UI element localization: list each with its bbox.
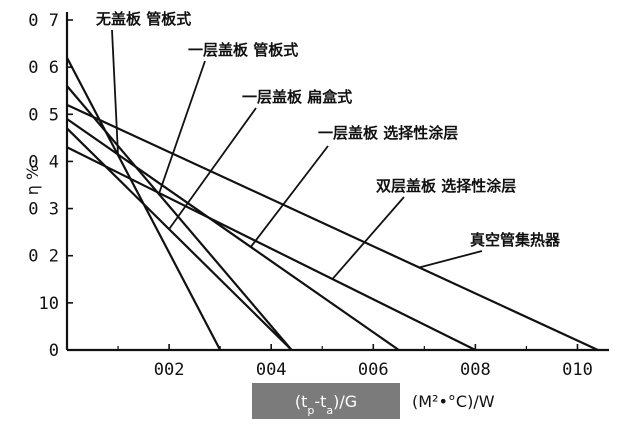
series-line — [66, 85, 293, 351]
leader-line — [158, 60, 206, 195]
x-tick-label: 002 — [154, 360, 185, 380]
y-tick-label: 0 5 — [28, 105, 59, 125]
series-label: 真空管集热器 — [470, 231, 561, 249]
y-axis-label: η % — [23, 165, 42, 195]
leader-line — [331, 196, 405, 280]
series-line — [66, 146, 476, 351]
x-axis-label-box — [252, 383, 400, 419]
y-tick-label: 0 3 — [28, 200, 59, 220]
series-label: 无盖板 管板式 — [95, 10, 191, 28]
y-tick-label: 10 — [39, 294, 59, 314]
x-tick-label: 004 — [256, 360, 287, 380]
series-line — [66, 118, 400, 351]
y-tick-label: 0 — [49, 341, 59, 361]
y-tick-label: 0 4 — [28, 152, 59, 172]
x-tick-label: 008 — [460, 360, 491, 380]
series-label: 一层盖板 管板式 — [188, 41, 298, 59]
series-line — [66, 127, 293, 351]
x-tick-label: 010 — [562, 360, 593, 380]
leader-line — [168, 107, 257, 230]
series-line — [66, 103, 599, 351]
leader-line — [111, 29, 119, 156]
series-lines — [66, 57, 599, 351]
leader-line — [418, 250, 483, 269]
series-label: 一层盖板 扁盒式 — [242, 88, 352, 106]
series-label: 一层盖板 选择性涂层 — [318, 124, 458, 142]
axes — [65, 12, 609, 352]
leader-line — [250, 145, 329, 248]
x-tick-label: 006 — [358, 360, 389, 380]
series-label: 双层盖板 选择性涂层 — [376, 177, 516, 195]
y-tick-label: 0 7 — [28, 11, 59, 31]
y-tick-label: 0 2 — [28, 247, 59, 267]
x-axis-unit: (M²•°C)/W — [412, 392, 495, 411]
y-tick-label: 0 6 — [28, 58, 59, 78]
